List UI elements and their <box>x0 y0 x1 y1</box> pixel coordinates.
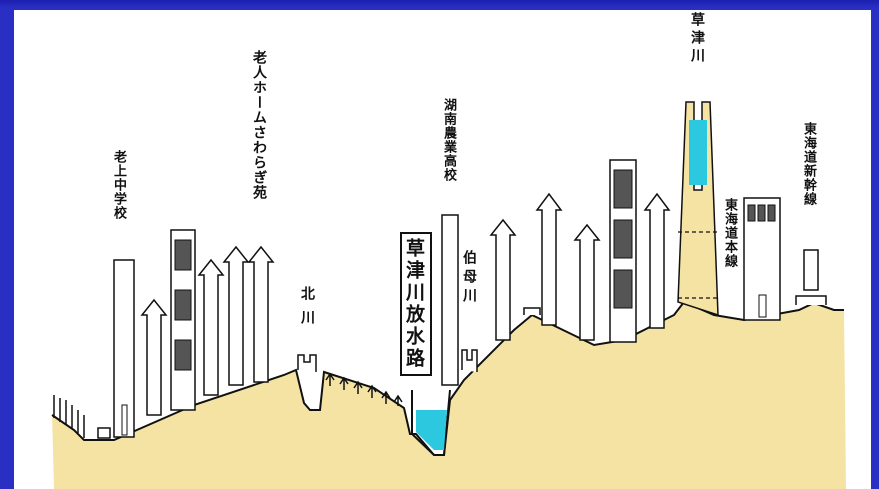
kita-river-channel <box>297 354 317 372</box>
hakuma-river-channel <box>461 349 478 372</box>
diversion-channel <box>411 389 451 456</box>
cross-section-panel: 老上中学校 老人ホームさわらぎ苑 北川 湖南農業高校 伯母川 草津川 東海道本線… <box>14 10 871 489</box>
building-arrows-2 <box>489 192 671 341</box>
fence-posts-left <box>53 395 85 438</box>
tokaido-windows <box>747 204 776 222</box>
building-arrows-1 <box>140 245 275 416</box>
tall-building-windows <box>613 169 633 309</box>
small-hut <box>523 307 541 315</box>
diversion-water <box>416 410 447 450</box>
label-kita-river: 北川 <box>299 286 315 334</box>
tree-row-middle <box>325 372 403 406</box>
kusatsu-water <box>689 120 707 185</box>
label-konan-school: 湖南農業高校 <box>441 98 456 182</box>
konan-school-building <box>441 214 459 386</box>
small-structure <box>97 427 111 439</box>
ground-profile <box>52 302 846 489</box>
label-hakuma-river: 伯母川 <box>461 250 477 307</box>
label-tokaido-line: 東海道本線 <box>722 198 737 268</box>
nursing-home-windows <box>174 239 192 371</box>
kusatsu-embankment <box>677 101 719 317</box>
label-oiue-school: 老上中学校 <box>111 150 126 220</box>
label-nursing-home: 老人ホームさわらぎ苑 <box>251 50 267 200</box>
label-kusatsu-river: 草津川 <box>689 12 705 66</box>
cross-section-diagram <box>51 101 846 489</box>
shinkansen-pier <box>803 249 819 291</box>
label-diversion-channel: 草津川放水路 <box>400 232 432 376</box>
label-shinkansen: 東海道新幹線 <box>801 122 816 206</box>
school-building <box>113 259 135 438</box>
